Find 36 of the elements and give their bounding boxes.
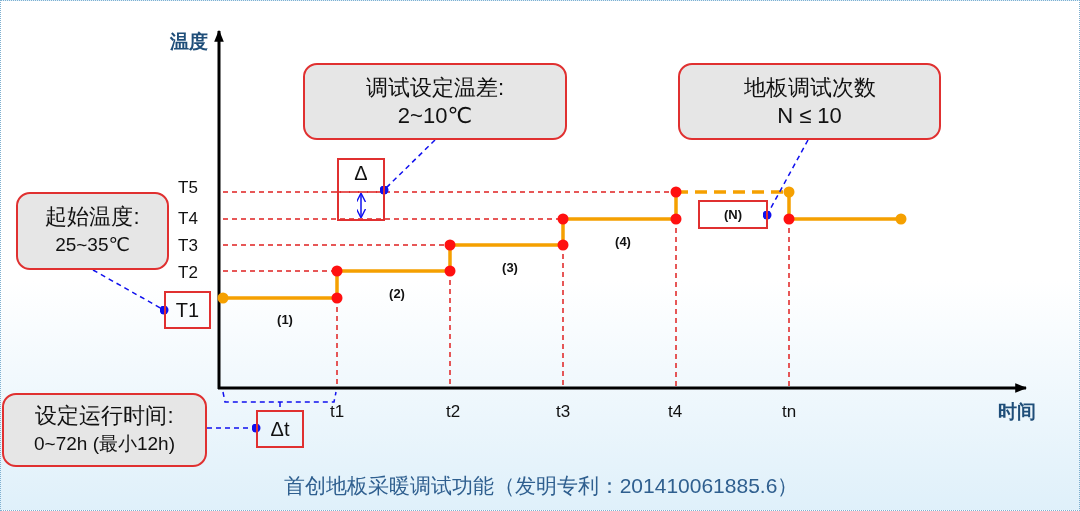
callout-heading: 地板调试次数: [743, 73, 876, 102]
axis-title: 时间: [998, 400, 1036, 424]
callout-text: 25~35℃: [55, 233, 130, 257]
highlight-box: (N): [698, 200, 768, 229]
axis-title: 温度: [170, 30, 208, 54]
time-label: tn: [781, 402, 797, 422]
level-label: T4: [178, 209, 198, 229]
callout-heading: 调试设定温差:: [365, 73, 505, 102]
callout-box: [16, 192, 169, 270]
level-label: T2: [178, 263, 198, 283]
leader-line: [379, 139, 436, 195]
callout-heading: 起始温度:: [45, 203, 140, 231]
callout-text: 2~10℃: [397, 101, 473, 130]
leader-line: [206, 423, 261, 433]
time-label: t3: [555, 402, 571, 422]
caption: 首创地板采暖调试功能（发明专利：201410061885.6）: [283, 473, 799, 499]
callout-text: 0~72h (最小12h): [34, 432, 175, 456]
time-label: t4: [667, 402, 683, 422]
level-label: T3: [178, 236, 198, 256]
segment-number: (2): [389, 285, 405, 301]
time-label: t1: [329, 402, 345, 422]
level-label: T5: [178, 178, 198, 198]
segment-number: (1): [277, 311, 293, 327]
leader-line: [92, 269, 169, 315]
segment-number: (3): [502, 259, 518, 275]
time-label: t2: [445, 402, 461, 422]
callout-box: [303, 63, 567, 140]
segment-number: (4): [615, 233, 631, 249]
callout-text: N ≤ 10: [777, 101, 842, 130]
leader-line: [762, 139, 809, 220]
callout-box: [2, 393, 207, 467]
highlight-box: T1: [164, 291, 211, 329]
highlight-box: Δt: [256, 410, 304, 448]
highlight-box: Δ: [337, 158, 385, 221]
callout-box: [678, 63, 941, 140]
callout-heading: 设定运行时间:: [35, 402, 174, 430]
